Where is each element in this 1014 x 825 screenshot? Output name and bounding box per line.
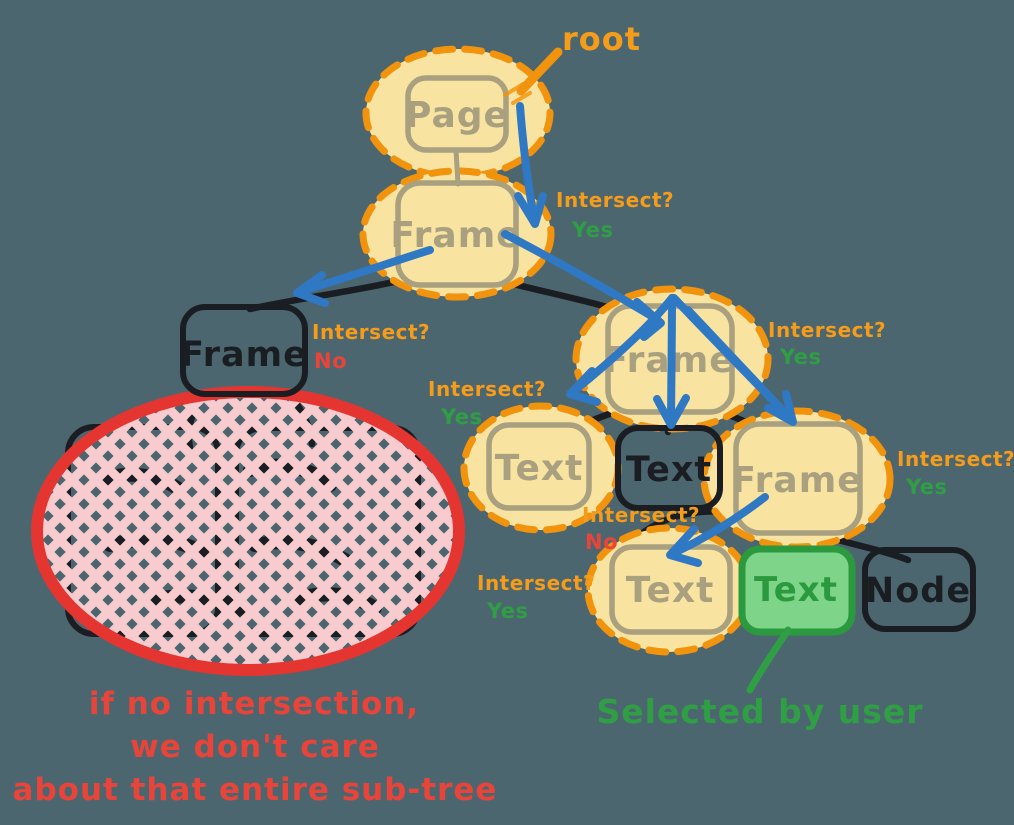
arrow-frame-to-left-frame — [293, 246, 434, 307]
label-intersect-page-frame: Intersect? Yes — [556, 188, 674, 242]
node-page-rect — [405, 75, 509, 153]
label-intersect-frame-left: Intersect? No — [312, 320, 430, 373]
node-text-lower: Text — [609, 544, 733, 635]
arrow-right-frame-to-frame-lower — [670, 294, 797, 426]
node-other: Node — [862, 547, 976, 632]
svg-text:Intersect?: Intersect? — [477, 571, 595, 595]
node-other-label: Node — [865, 571, 971, 611]
root-annotation-text: root — [562, 20, 641, 58]
node-frame-left-label: Frame — [180, 335, 308, 375]
selected-annotation: Selected by user — [596, 626, 923, 731]
caption-line-1: if no intersection, — [89, 686, 419, 722]
node-text-middle: Text — [615, 425, 723, 511]
arrow-frame-to-right-frame — [501, 230, 665, 341]
svg-text:Intersect?: Intersect? — [897, 447, 1014, 471]
no-intersection-caption: if no intersection, we don't care about … — [13, 686, 498, 808]
node-text-lower-rect — [609, 544, 733, 635]
svg-text:No: No — [585, 530, 618, 554]
svg-text:Yes: Yes — [905, 475, 948, 499]
node-text-left-label: Text — [495, 448, 584, 489]
node-frame-root-child-label: Frame — [390, 215, 521, 256]
svg-text:Intersect?: Intersect? — [428, 377, 546, 401]
svg-text:Intersect?: Intersect? — [768, 318, 886, 342]
node-text-selected-label: Text — [754, 570, 838, 610]
node-text-middle-label: Text — [626, 450, 712, 490]
svg-text:Yes: Yes — [486, 599, 529, 623]
arrow-page-to-frame — [514, 102, 547, 228]
node-frame-lower-label: Frame — [731, 460, 862, 501]
arrow-frame-lower-to-text-lower — [666, 493, 769, 567]
hidden-subtree — [31, 386, 465, 676]
arrow-right-frame-to-text-middle — [653, 294, 690, 429]
svg-text:Intersect?: Intersect? — [312, 320, 430, 344]
arrow-right-frame-to-text-left — [566, 294, 676, 406]
highlight-frame-root-child — [359, 167, 555, 301]
node-frame-root-child-rect — [395, 180, 519, 288]
label-intersect-text-middle: Intersect? No — [582, 503, 700, 554]
label-intersect-text-lower: Intersect? Yes — [477, 571, 595, 623]
node-frame-left-rect — [180, 304, 308, 397]
node-page: Page — [405, 75, 509, 153]
root-pointer-tick-2 — [511, 91, 532, 105]
edge-page-to-frame — [453, 147, 461, 187]
node-page-label: Page — [405, 95, 509, 136]
node-text-left-rect — [486, 422, 592, 511]
root-annotation: root — [503, 20, 641, 105]
node-text-left: Text — [486, 422, 592, 511]
label-intersect-frame-lower: Intersect? Yes — [897, 447, 1014, 499]
root-pointer-tick-1 — [503, 82, 525, 97]
root-pointer-line — [516, 47, 563, 96]
svg-text:Yes: Yes — [779, 345, 822, 369]
label-intersect-frame-right: Intersect? Yes — [768, 318, 886, 369]
node-frame-root-child: Frame — [390, 180, 521, 288]
svg-text:Yes: Yes — [440, 405, 483, 429]
svg-text:Yes: Yes — [571, 218, 614, 242]
crosshatch-fill — [37, 392, 459, 670]
intersect-labels: Intersect? Yes Intersect? No Intersect? … — [312, 188, 1014, 623]
node-text-lower-label: Text — [626, 570, 715, 611]
label-intersect-text-left: Intersect? Yes — [428, 377, 546, 429]
node-frame-lower: Frame — [731, 421, 863, 536]
svg-text:Intersect?: Intersect? — [556, 188, 674, 212]
svg-text:No: No — [314, 349, 347, 373]
node-text-selected-rect — [738, 545, 856, 636]
node-other-rect — [862, 547, 976, 632]
node-frame-left: Frame — [180, 304, 308, 397]
node-text-selected: Text — [738, 545, 856, 636]
node-frame-lower-rect — [733, 421, 863, 536]
selected-annotation-text: Selected by user — [596, 692, 923, 731]
caption-line-2: we don't care — [130, 729, 380, 765]
svg-text:Intersect?: Intersect? — [582, 503, 700, 527]
caption-line-3: about that entire sub-tree — [13, 772, 498, 808]
traversal-arrows — [293, 102, 797, 567]
selected-pointer-line — [746, 626, 792, 694]
